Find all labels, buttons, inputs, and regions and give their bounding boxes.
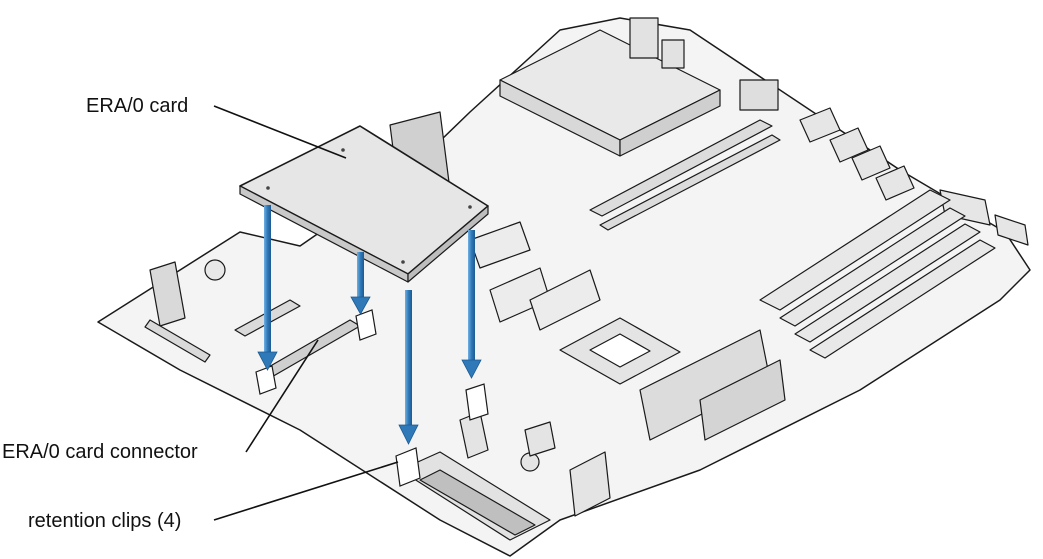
- down-arrow-icon: [257, 205, 278, 371]
- era-card: [239, 125, 489, 283]
- down-arrow-icon: [350, 252, 371, 315]
- retention-clips: [255, 309, 489, 487]
- leader-lines: [213, 105, 399, 521]
- retention-clip-4: [395, 447, 421, 487]
- label-retention-clips: retention clips (4): [28, 510, 182, 532]
- down-arrow-icon: [461, 230, 482, 379]
- label-era-card-connector: ERA/0 card connector: [2, 441, 198, 463]
- label-era-card: ERA/0 card: [86, 95, 189, 117]
- leader-line-connector: [245, 339, 319, 453]
- retention-clip-2: [355, 309, 377, 341]
- board-components: [144, 17, 1029, 541]
- leader-line-card: [213, 105, 347, 159]
- insertion-arrows: [257, 205, 482, 445]
- down-arrow-icon: [398, 290, 419, 445]
- retention-clip-3: [465, 383, 489, 421]
- leader-line-clips: [213, 461, 399, 521]
